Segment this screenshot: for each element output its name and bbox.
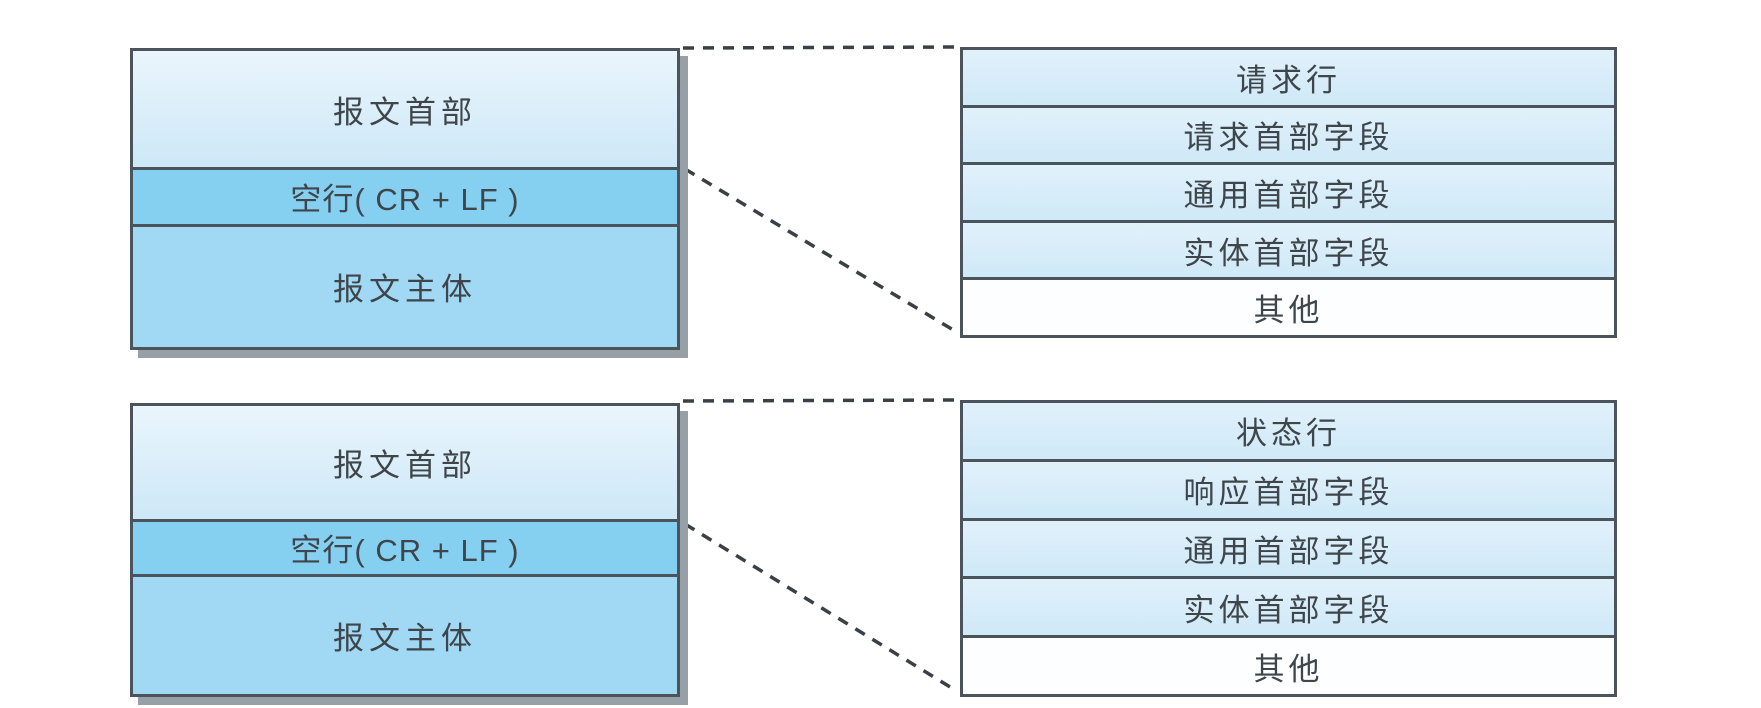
request-general-header-fields-row: 通用首部字段 (963, 162, 1614, 220)
request-general-header-fields-label: 通用首部字段 (1183, 177, 1394, 213)
response-blank-line-cell: 空行( CR + LF ) (133, 518, 677, 577)
request-expansion-connector-line (684, 167, 956, 333)
request-line-label: 请求行 (1236, 62, 1341, 98)
request-top-connector-line (682, 45, 958, 50)
request-other-label: 其他 (1253, 293, 1324, 329)
response-general-header-fields-label: 通用首部字段 (1183, 533, 1394, 569)
request-message-box: 报文首部 空行( CR + LF ) 报文主体 (130, 48, 680, 350)
response-blank-line-label: 空行( CR + LF ) (290, 533, 520, 569)
response-other-label: 其他 (1253, 651, 1324, 687)
status-line-label: 状态行 (1236, 416, 1341, 452)
response-entity-header-fields-label: 实体首部字段 (1183, 592, 1394, 628)
response-message-header-label: 报文首部 (333, 447, 477, 483)
request-blank-line-label: 空行( CR + LF ) (290, 182, 520, 218)
request-line-row: 请求行 (963, 50, 1614, 105)
response-message-header-cell: 报文首部 (133, 406, 677, 519)
request-blank-line-cell: 空行( CR + LF ) (133, 167, 677, 227)
request-entity-header-fields-label: 实体首部字段 (1183, 235, 1394, 271)
response-top-connector-line (682, 398, 958, 403)
response-other-row: 其他 (963, 635, 1614, 694)
request-message-body-cell: 报文主体 (133, 226, 677, 347)
status-line-row: 状态行 (963, 403, 1614, 459)
response-entity-header-fields-row: 实体首部字段 (963, 576, 1614, 636)
response-message-body-label: 报文主体 (333, 620, 477, 656)
request-entity-header-fields-row: 实体首部字段 (963, 219, 1614, 278)
response-message-box: 报文首部 空行( CR + LF ) 报文主体 (130, 403, 680, 697)
request-expanded-box: 请求行 请求首部字段 通用首部字段 实体首部字段 其他 (960, 47, 1617, 338)
request-message-header-cell: 报文首部 (133, 51, 677, 167)
response-message-body-cell: 报文主体 (133, 576, 677, 694)
request-other-row: 其他 (963, 277, 1614, 335)
request-header-fields-row: 请求首部字段 (963, 104, 1614, 163)
response-expansion-connector-line (684, 522, 956, 692)
response-general-header-fields-row: 通用首部字段 (963, 517, 1614, 577)
response-header-fields-row: 响应首部字段 (963, 458, 1614, 518)
response-expanded-box: 状态行 响应首部字段 通用首部字段 实体首部字段 其他 (960, 400, 1617, 697)
request-message-body-label: 报文主体 (333, 272, 477, 308)
response-header-fields-label: 响应首部字段 (1183, 475, 1394, 511)
request-header-fields-label: 请求首部字段 (1183, 120, 1394, 156)
request-message-header-label: 报文首部 (333, 94, 477, 130)
